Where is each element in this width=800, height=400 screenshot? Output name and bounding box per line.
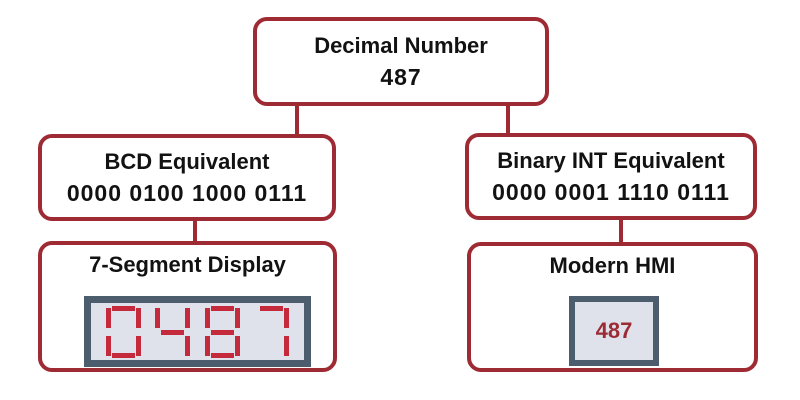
decimal-number-box: Decimal Number 487 — [253, 17, 549, 106]
bcd-equivalent-value: 0000 0100 1000 0111 — [66, 179, 308, 206]
binary-int-equivalent-value: 0000 0001 1110 0111 — [492, 178, 730, 205]
connector-decimal-to-binary — [506, 100, 510, 135]
decimal-number-value: 487 — [380, 63, 422, 90]
decimal-number-title: Decimal Number — [314, 32, 488, 58]
seven-segment-display-title: 7-Segment Display — [89, 252, 286, 277]
binary-int-equivalent-title: Binary INT Equivalent — [497, 147, 725, 173]
hmi-value: 487 — [595, 318, 633, 343]
connector-decimal-to-bcd — [295, 100, 299, 136]
connector-binary-to-hmi — [619, 217, 623, 246]
seven-segment-display-box: 7-Segment Display — [38, 241, 337, 372]
bcd-equivalent-title: BCD Equivalent — [104, 148, 270, 174]
seven-segment-digit — [105, 305, 141, 358]
seven-segment-digit — [254, 305, 290, 358]
connector-bcd-to-seven-segment — [193, 217, 197, 245]
modern-hmi-box: Modern HMI 487 — [467, 242, 758, 372]
bcd-equivalent-box: BCD Equivalent 0000 0100 1000 0111 — [38, 134, 336, 221]
seven-segment-display — [84, 296, 311, 367]
hmi-screen: 487 — [569, 296, 659, 366]
seven-segment-digit — [155, 306, 191, 358]
modern-hmi-title: Modern HMI — [549, 253, 676, 278]
seven-segment-digit — [204, 305, 240, 358]
binary-int-equivalent-box: Binary INT Equivalent 0000 0001 1110 011… — [465, 133, 757, 220]
seven-segment-display-digits — [91, 303, 304, 360]
